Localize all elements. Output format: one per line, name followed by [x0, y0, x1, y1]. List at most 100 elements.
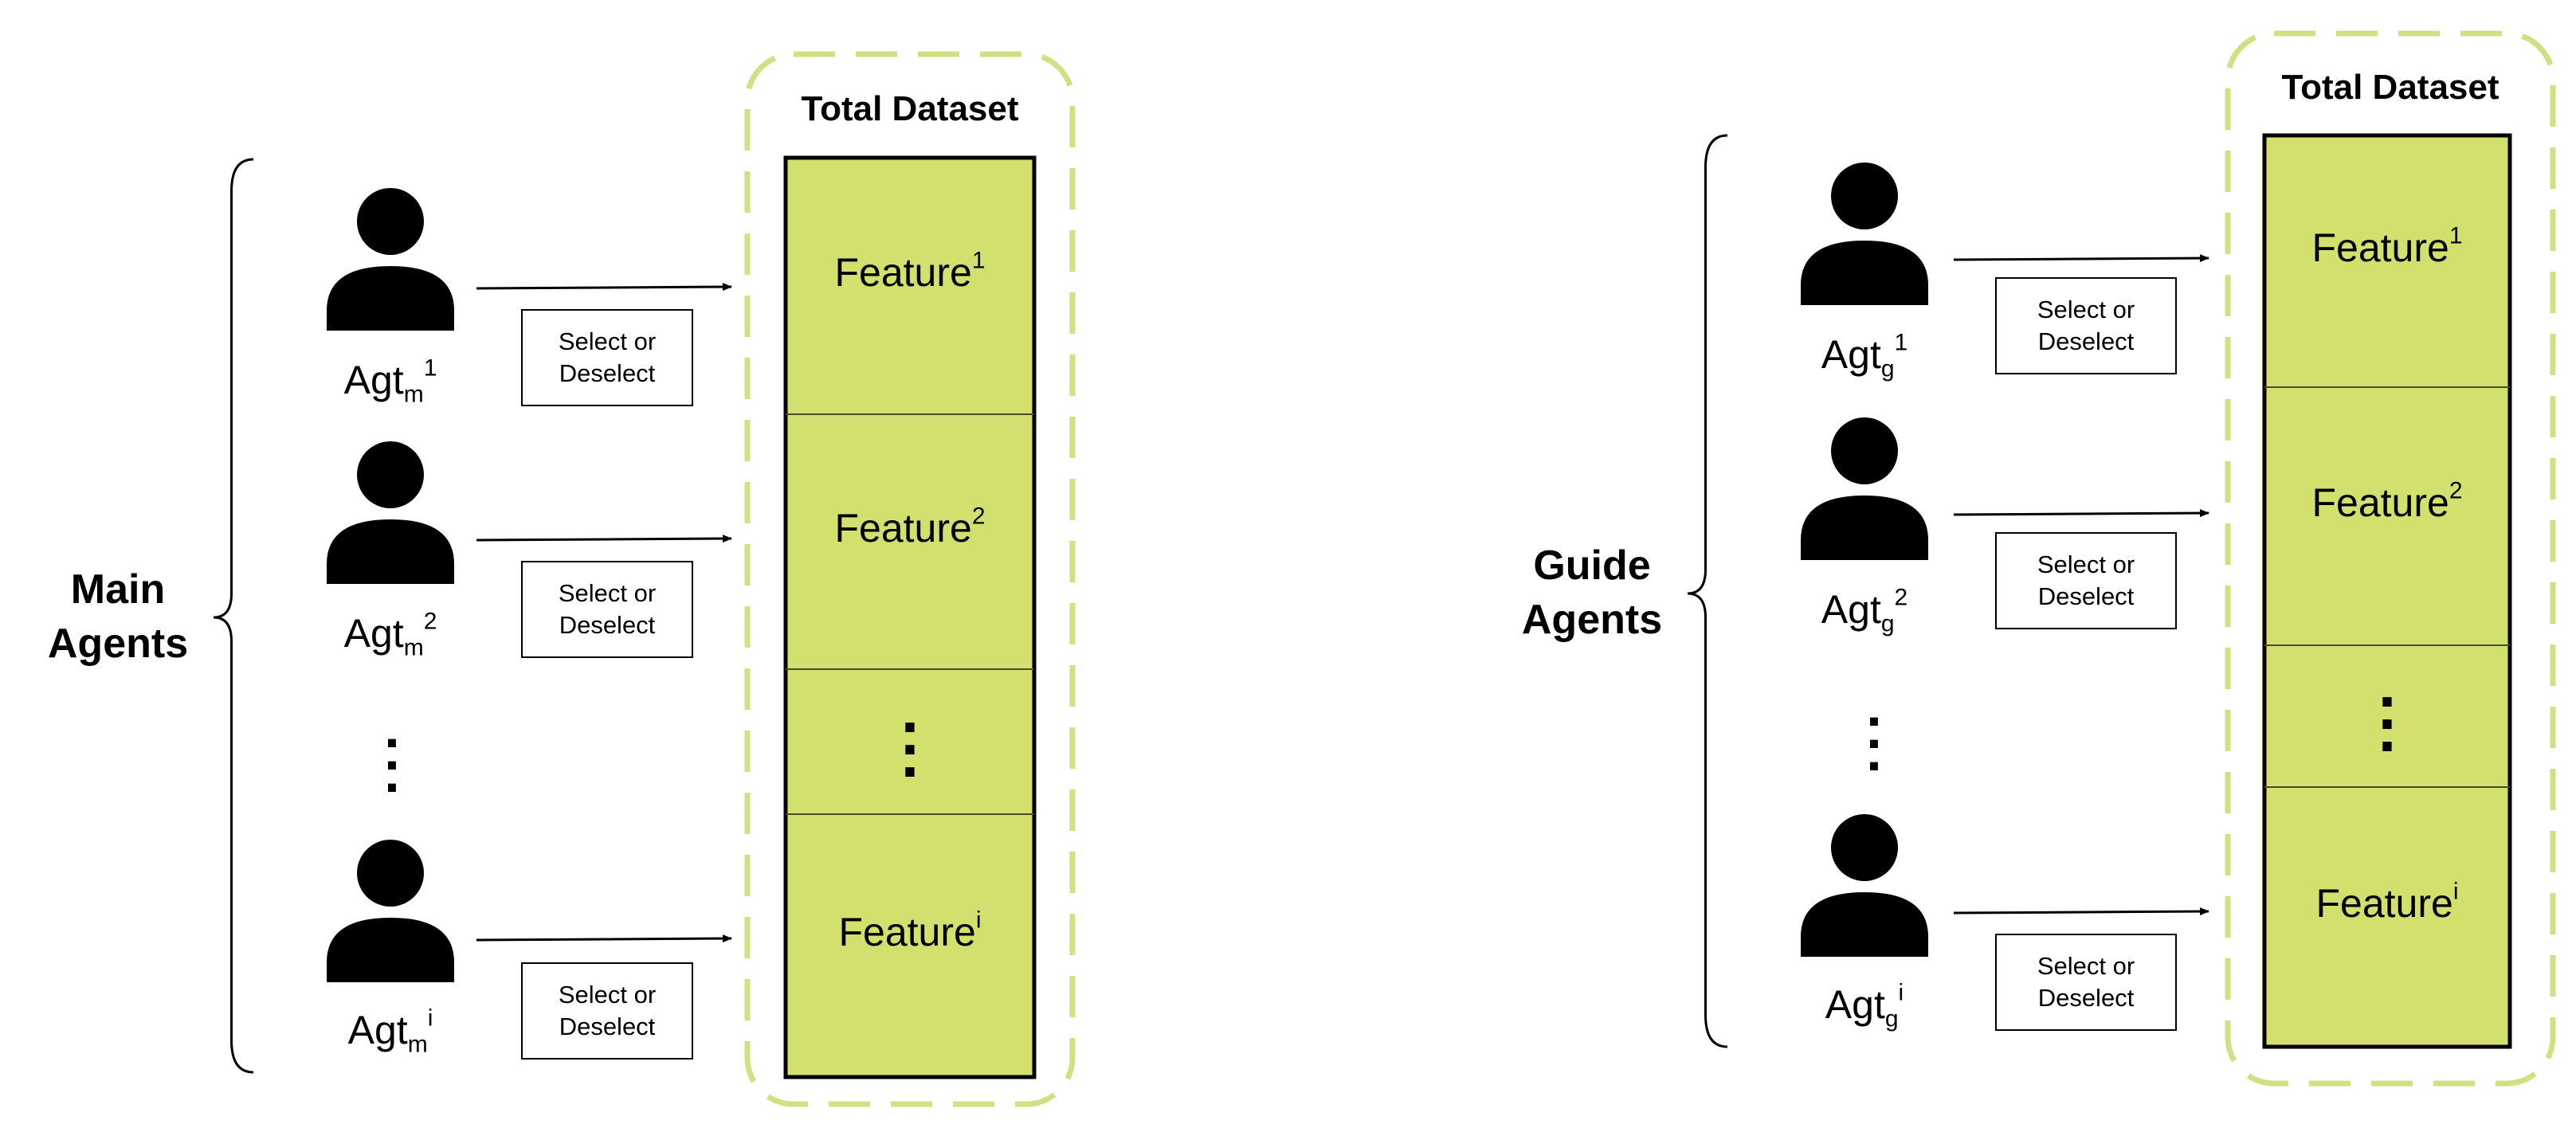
main-agent-base: Agt [343, 358, 404, 402]
guide-agent-ellipsis-icon-dot: . [1866, 698, 1882, 760]
guide-agent-superscript: 1 [1894, 329, 1908, 356]
guide-agent-superscript: 2 [1894, 584, 1908, 611]
guide-dataset-title: Total Dataset [2281, 68, 2500, 107]
guide-group-label-line: Agents [1521, 596, 1663, 643]
main-agent-ellipsis-icon-dot: . [384, 742, 400, 804]
main-agent-subscript: m [407, 1031, 428, 1058]
guide-select-label: Select or Deselect [2037, 950, 2135, 1015]
guide-agent-base: Agt [1821, 332, 1881, 377]
main-agent-subscript: m [403, 381, 424, 408]
main-agent-base: Agt [343, 611, 404, 656]
main-select-label-line: Select or [558, 578, 657, 607]
guide-agent-ellipsis-icon: ... [1850, 676, 1898, 779]
main-agent-label: Agtm2 [295, 609, 486, 660]
person-icon [1801, 814, 1928, 957]
main-group-label-line: Agents [47, 620, 189, 667]
main-select-label-line: Select or [558, 980, 657, 1009]
guide-agent-subscript: g [1880, 355, 1895, 382]
main-agent-superscript: 1 [423, 355, 437, 382]
guide-select-box: Select or Deselect [1995, 532, 2177, 629]
person-icon-head [1831, 417, 1898, 484]
guide-feature-superscript: i [2452, 878, 2459, 905]
guide-feature-superscript: 1 [2449, 222, 2463, 249]
main-feature-base: Feature [838, 910, 976, 954]
main-feature-base: Feature [834, 250, 972, 295]
guide-feature-label: Featurei [2268, 879, 2507, 926]
person-icon-body [327, 519, 454, 584]
guide-agent-subscript: g [1884, 1005, 1899, 1032]
main-feature-column [783, 155, 1037, 1079]
main-feature-label: Feature1 [790, 249, 1029, 295]
main-agent-label: Agtmi [295, 1006, 486, 1056]
arrow-right-icon [1953, 254, 2209, 263]
guide-feature-column [2262, 133, 2512, 1049]
main-select-label-line: Deselect [559, 611, 656, 639]
guide-dataset-container [2225, 30, 2556, 1087]
person-icon-body [327, 266, 454, 331]
guide-brace [1687, 134, 1728, 1048]
guide-agent-label: Agtg2 [1769, 586, 1960, 636]
guide-feature-base: Feature [2311, 225, 2449, 270]
arrow-right-icon [476, 283, 732, 292]
main-feature-superscript: i [975, 907, 982, 934]
guide-feature-superscript: 2 [2449, 477, 2463, 504]
guide-feature-base: Feature [2311, 480, 2449, 525]
guide-agent-subscript: g [1880, 610, 1895, 637]
main-agent-ellipsis-icon-dot: . [384, 697, 400, 759]
main-select-label-line: Select or [558, 327, 657, 355]
main-feature-base: Feature [834, 506, 972, 550]
main-feature-superscript: 2 [971, 503, 986, 530]
arrow-right-icon [476, 934, 732, 943]
person-icon-head [357, 188, 424, 255]
person-icon-body [1801, 496, 1928, 560]
main-brace [213, 158, 254, 1074]
guide-select-label-line: Deselect [2037, 327, 2135, 355]
guide-feature-ellipsis-icon-dot: . [2378, 694, 2397, 765]
person-icon-head [357, 441, 424, 508]
person-icon [1801, 417, 1928, 560]
main-agent-subscript: m [403, 634, 424, 661]
main-feature-ellipsis-icon-dot: . [900, 719, 919, 790]
main-feature-ellipsis-icon: ... [886, 679, 934, 790]
person-icon-head [1831, 814, 1898, 881]
main-select-label: Select or Deselect [559, 578, 656, 642]
guide-select-label-line: Select or [2037, 951, 2135, 980]
guide-agent-ellipsis-icon-dot: . [1866, 676, 1882, 738]
arrow-right-icon [476, 535, 732, 543]
person-icon-body [1801, 241, 1928, 305]
person-icon [327, 441, 454, 584]
guide-feature-base: Feature [2315, 881, 2453, 926]
guide-select-label-line: Select or [2037, 550, 2135, 578]
guide-group-label-line: Guide [1533, 543, 1651, 589]
main-agent-label: Agtm1 [295, 356, 486, 406]
guide-agent-label: Agtgi [1769, 981, 1960, 1031]
person-icon-head [1831, 163, 1898, 229]
main-select-label-line: Deselect [559, 1013, 656, 1040]
main-agent-superscript: 2 [423, 608, 437, 635]
main-feature-label: Featurei [790, 908, 1029, 954]
person-icon-body [1801, 892, 1928, 957]
main-agent-base: Agt [347, 1008, 408, 1052]
guide-select-box: Select or Deselect [1995, 934, 2177, 1031]
guide-select-label: Select or Deselect [2037, 549, 2135, 613]
guide-select-label-line: Deselect [2037, 582, 2135, 610]
guide-feature-label: Feature2 [2268, 479, 2507, 525]
guide-feature-label: Feature1 [2268, 224, 2507, 270]
guide-agent-base: Agt [1821, 587, 1881, 632]
main-agent-superscript: i [427, 1005, 433, 1032]
person-icon [1801, 163, 1928, 305]
arrow-right-icon [1953, 509, 2209, 518]
guide-select-label-line: Deselect [2037, 984, 2135, 1012]
guide-agent-base: Agt [1825, 982, 1885, 1027]
main-select-box: Select or Deselect [521, 561, 693, 658]
main-select-box: Select or Deselect [521, 962, 693, 1060]
arrow-right-icon [1953, 907, 2209, 916]
